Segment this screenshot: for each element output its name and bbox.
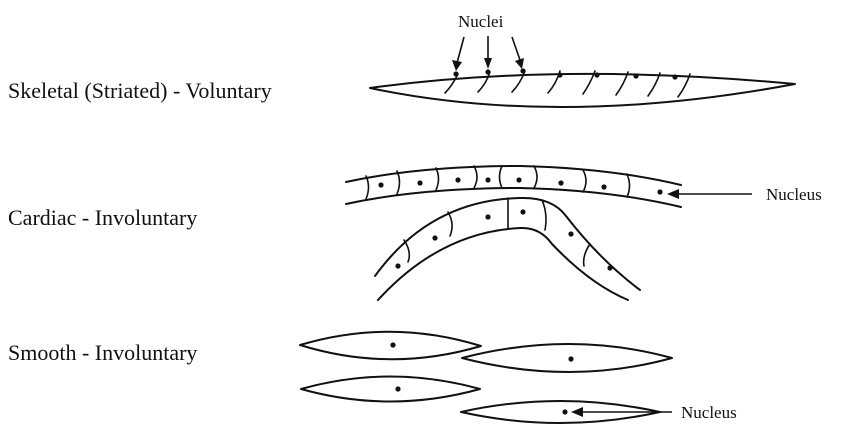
smooth-called-nucleus [562,409,567,414]
nucleus-dot [485,69,490,74]
smooth-nucleus-label: Nucleus [681,403,737,422]
nuclei-arrows [452,36,524,71]
cardiac-upper-top-edge [346,166,681,185]
cardiac-called-nucleus [657,189,662,194]
cardiac-label: Cardiac - Involuntary [8,205,197,230]
nucleus-dot [557,72,562,77]
smooth-cells: Nucleus [300,332,737,423]
skeletal-fiber: Nuclei [370,12,795,107]
nucleus-dot [453,71,458,76]
smooth-nucleus [568,356,573,361]
smooth-nucleus-arrow-head [571,407,583,417]
nuclei-callout-label: Nuclei [458,12,504,31]
smooth-cell [301,377,480,402]
nucleus-dot [633,73,638,78]
cardiac-arch-inner-edge [378,228,628,300]
nucleus-dot [594,72,599,77]
cardiac-fibers: Nucleus [346,166,822,300]
smooth-cell [462,344,672,372]
nucleus-dot [520,68,525,73]
skeletal-fiber-outline [370,74,795,107]
smooth-label: Smooth - Involuntary [8,340,197,365]
cardiac-nucleus-arrow-head [667,189,679,199]
cardiac-nucleus-label: Nucleus [766,185,822,204]
skeletal-label: Skeletal (Striated) - Voluntary [8,78,272,103]
smooth-nucleus [395,386,400,391]
smooth-nucleus [390,342,395,347]
cardiac-nuclei-lower [395,209,612,270]
nucleus-dot [672,74,677,79]
